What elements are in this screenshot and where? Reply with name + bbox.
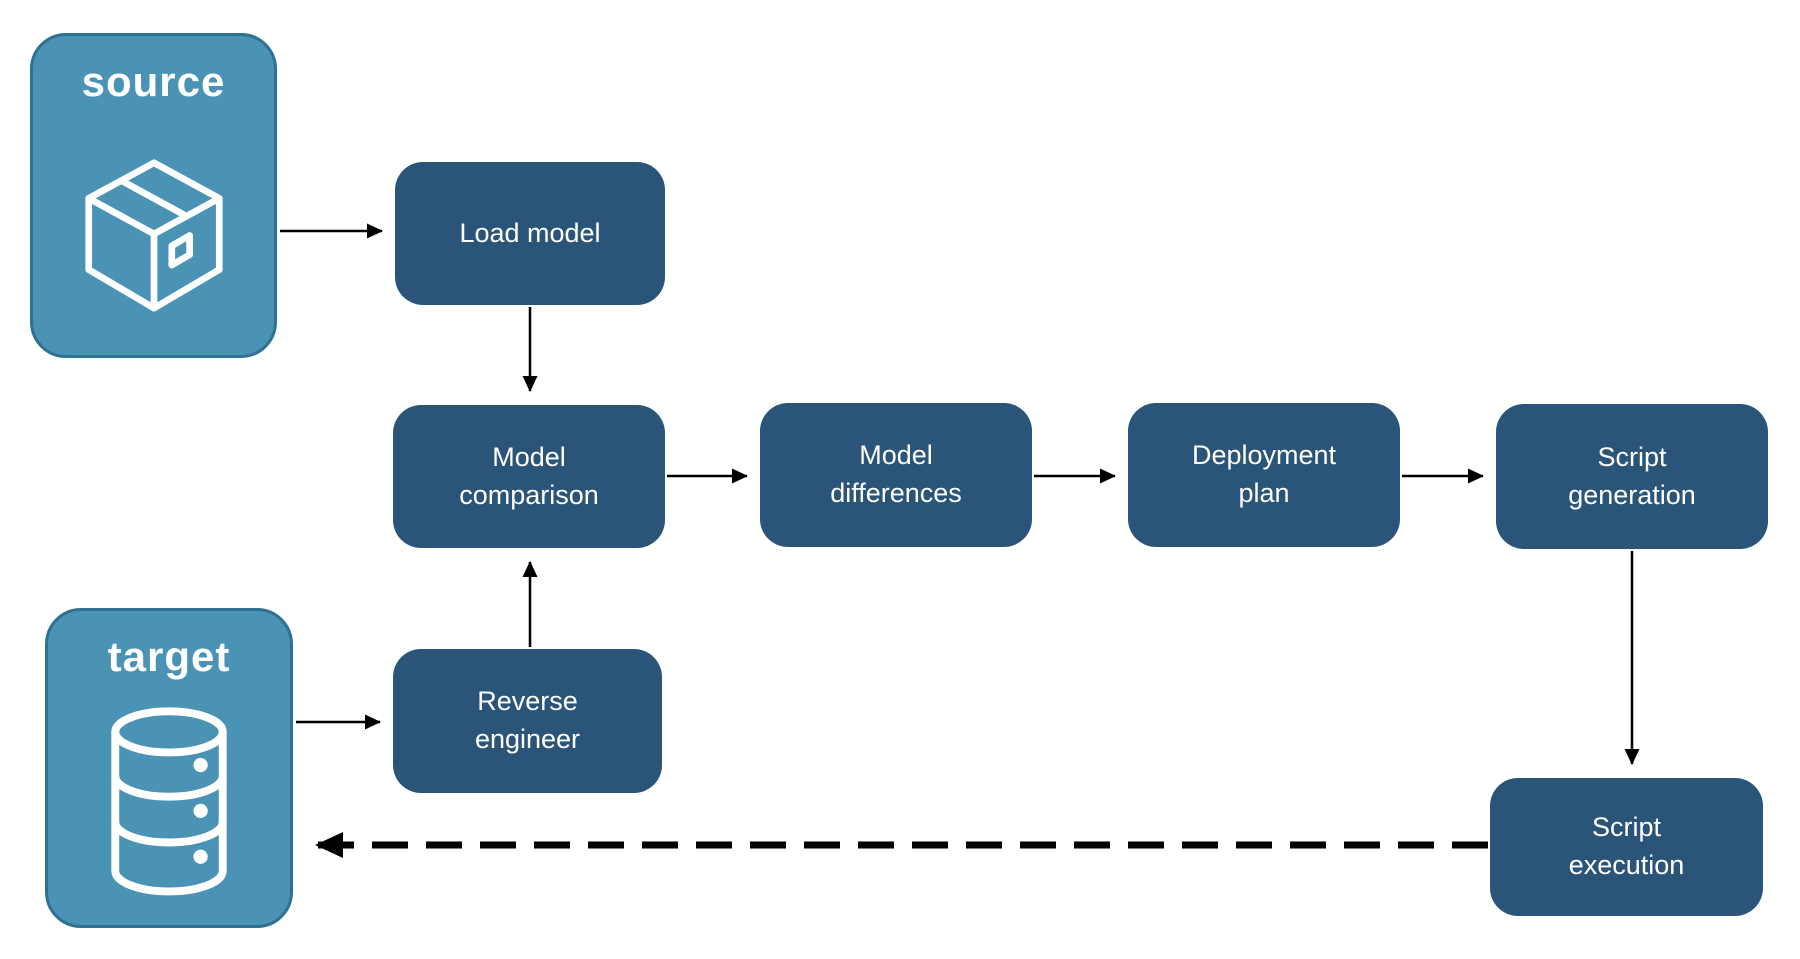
node-model-differences-label: Model differences bbox=[830, 440, 962, 508]
node-model-differences: Model differences bbox=[760, 403, 1032, 547]
endpoint-target: target bbox=[45, 608, 293, 928]
database-icon bbox=[48, 681, 290, 925]
node-script-execution: Script execution bbox=[1490, 778, 1763, 916]
node-deployment-plan-label: Deployment plan bbox=[1191, 440, 1337, 508]
node-script-execution-label: Script execution bbox=[1568, 812, 1685, 880]
node-reverse-engineer: Reverse engineer bbox=[393, 649, 662, 793]
source-label: source bbox=[81, 58, 226, 105]
node-load-model: Load model bbox=[395, 162, 665, 305]
target-label: target bbox=[107, 633, 231, 680]
node-script-generation-label: Script generation bbox=[1568, 441, 1696, 510]
node-model-comparison-label: Model comparison bbox=[459, 441, 599, 510]
node-deployment-plan: Deployment plan bbox=[1128, 403, 1400, 547]
node-load-model-label: Load model bbox=[459, 217, 601, 248]
node-reverse-engineer-label: Reverse engineer bbox=[474, 686, 581, 754]
node-script-generation: Script generation bbox=[1496, 404, 1768, 549]
endpoint-source: source bbox=[30, 33, 277, 358]
package-icon bbox=[33, 106, 274, 355]
node-model-comparison: Model comparison bbox=[393, 405, 665, 548]
